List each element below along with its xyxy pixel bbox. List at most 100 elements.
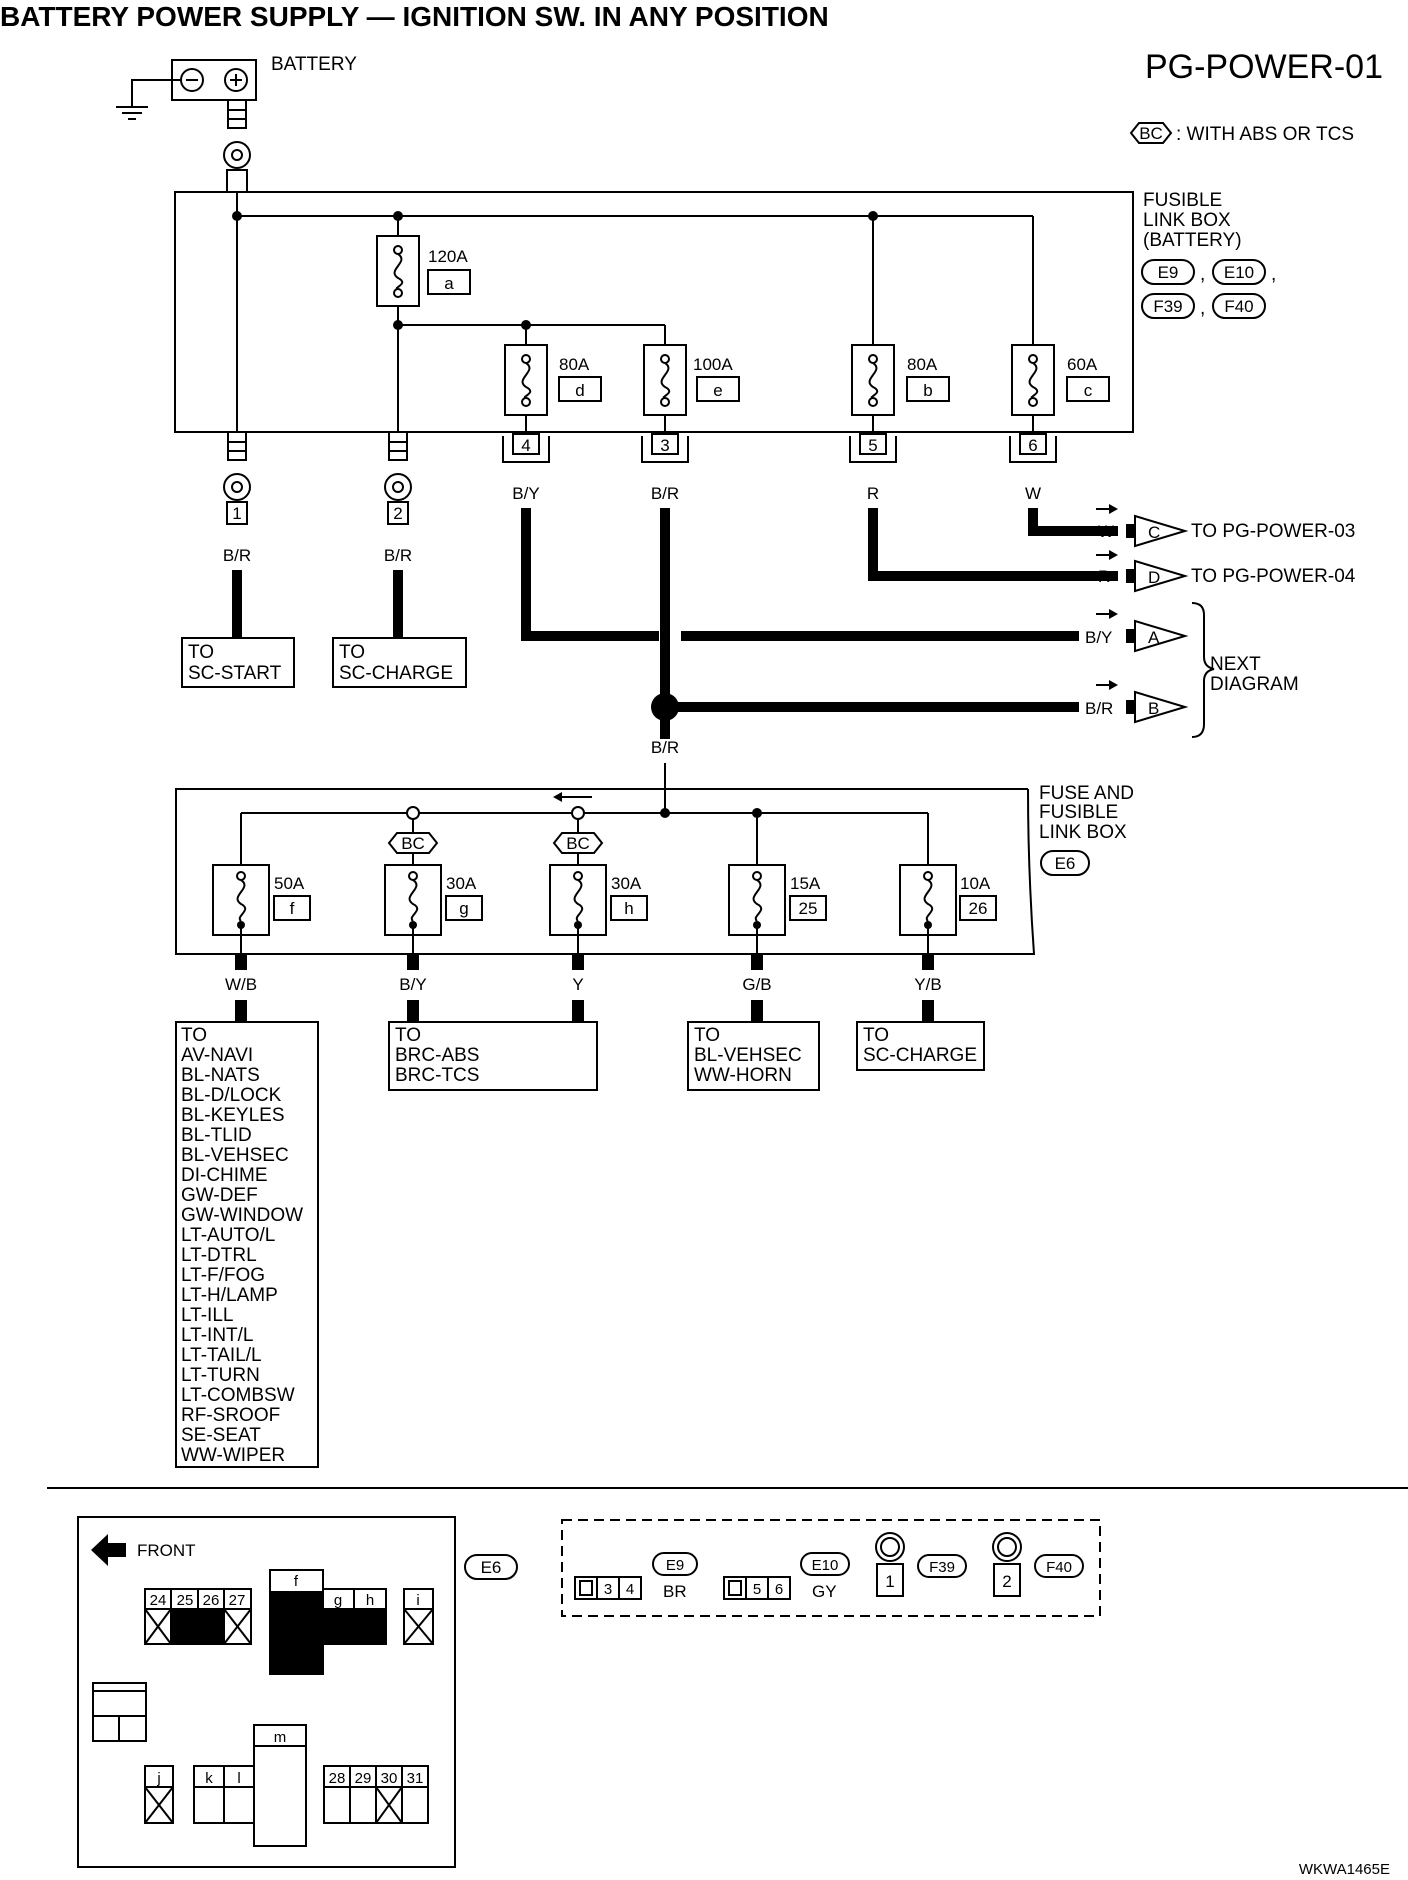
offpage-connector-c: W C TO PG-POWER-03 <box>1096 504 1355 548</box>
svg-text:30A: 30A <box>611 874 642 893</box>
svg-text:m: m <box>274 1729 287 1746</box>
svg-text:LT-COMBSW: LT-COMBSW <box>181 1385 295 1406</box>
wire-color: B/R <box>651 738 679 757</box>
svg-text:4: 4 <box>626 1581 634 1598</box>
svg-text:30: 30 <box>381 1770 398 1787</box>
box-label-line: FUSIBLE <box>1143 190 1222 211</box>
svg-text:GW-DEF: GW-DEF <box>181 1185 258 1206</box>
svg-text:LT-ILL: LT-ILL <box>181 1305 233 1326</box>
svg-text:4: 4 <box>521 436 530 455</box>
figure-id: WKWA1465E <box>1299 1861 1390 1878</box>
svg-text:f: f <box>290 899 295 918</box>
svg-text:LT-F/FOG: LT-F/FOG <box>181 1265 265 1286</box>
wire-color: G/B <box>742 975 771 994</box>
svg-text:C: C <box>1148 523 1160 542</box>
svg-text:2: 2 <box>1002 1572 1011 1591</box>
connector-badge <box>1212 293 1266 319</box>
connector-id: E10 <box>1224 263 1254 282</box>
fuse-80a-b: 80A b <box>851 344 950 416</box>
fuse-100a-e: 100A e <box>643 344 740 416</box>
svg-text:FUSE AND: FUSE AND <box>1039 783 1134 804</box>
svg-text:AV-NAVI: AV-NAVI <box>181 1045 253 1066</box>
svg-text:BR: BR <box>663 1582 687 1601</box>
svg-text:WW-WIPER: WW-WIPER <box>181 1445 285 1466</box>
box-label-line: (BATTERY) <box>1143 230 1242 251</box>
svg-text:25: 25 <box>799 899 818 918</box>
connector-terminals: 4 3 5 6 B/Y B/R R W <box>502 433 1057 503</box>
connector-badge <box>1212 259 1266 285</box>
svg-text:j: j <box>156 1770 160 1787</box>
destination-brc: TO BRC-ABS BRC-TCS <box>388 1021 598 1091</box>
fuse-id: d <box>575 381 584 400</box>
svg-text:h: h <box>366 1592 374 1609</box>
fuse-amp: 80A <box>907 355 938 374</box>
svg-text:LT-TAIL/L: LT-TAIL/L <box>181 1345 262 1366</box>
svg-text:F40: F40 <box>1046 1559 1072 1576</box>
terminal-2: 2 B/R TO SC-CHARGE <box>332 431 467 688</box>
svg-text:A: A <box>1148 628 1160 647</box>
fuse-amp: 60A <box>1067 355 1098 374</box>
bc-hex-symbol <box>552 832 604 854</box>
svg-text:g: g <box>334 1592 342 1609</box>
svg-text:1: 1 <box>885 1572 894 1591</box>
svg-text:GW-WINDOW: GW-WINDOW <box>181 1205 303 1226</box>
connector-badge <box>1040 850 1090 876</box>
svg-text:W: W <box>1098 522 1114 541</box>
svg-text:f: f <box>294 1573 299 1590</box>
svg-text:BC: BC <box>401 834 425 853</box>
svg-text:28: 28 <box>329 1770 346 1787</box>
fuse-id: b <box>923 381 932 400</box>
svg-text:R: R <box>1098 567 1110 586</box>
svg-text:E9: E9 <box>666 1557 684 1574</box>
svg-text:LT-AUTO/L: LT-AUTO/L <box>181 1225 275 1246</box>
svg-text:BL-KEYLES: BL-KEYLES <box>181 1105 285 1126</box>
svg-text:BRC-ABS: BRC-ABS <box>395 1045 479 1066</box>
next-diagram-line: DIAGRAM <box>1210 674 1299 695</box>
fuse-120a: 120A a <box>376 235 471 307</box>
battery-label: BATTERY <box>271 54 357 75</box>
svg-text:B/R: B/R <box>1085 699 1113 718</box>
svg-text:TO PG-POWER-04: TO PG-POWER-04 <box>1191 566 1356 587</box>
legend-symbol: BC <box>1139 124 1163 143</box>
svg-text:26: 26 <box>203 1592 220 1609</box>
fuse-30a-h: 30A h <box>549 864 648 936</box>
svg-text:TO: TO <box>694 1025 720 1046</box>
svg-text:TO: TO <box>339 642 365 663</box>
svg-text:6: 6 <box>1028 436 1037 455</box>
svg-text:,: , <box>1200 298 1205 319</box>
bc-hex-symbol <box>387 832 439 854</box>
wire-color: R <box>867 484 879 503</box>
destination-box <box>181 637 295 688</box>
svg-text:31: 31 <box>407 1770 424 1787</box>
svg-text:,: , <box>1200 264 1205 285</box>
svg-text:BL-TLID: BL-TLID <box>181 1125 252 1146</box>
fuse-50a-f: 50A f <box>212 864 311 936</box>
svg-text:i: i <box>416 1592 419 1609</box>
fuse-60a-c: 60A c <box>1011 344 1110 416</box>
svg-text:25: 25 <box>177 1592 194 1609</box>
connector-badge <box>1141 259 1195 285</box>
svg-text:LT-TURN: LT-TURN <box>181 1365 260 1386</box>
wire-color: B/Y <box>399 975 426 994</box>
fuse-15a-25: 15A 25 <box>728 864 827 936</box>
svg-text:BL-NATS: BL-NATS <box>181 1065 260 1086</box>
svg-text:BL-D/LOCK: BL-D/LOCK <box>181 1085 282 1106</box>
svg-text:5: 5 <box>868 436 877 455</box>
legend: BC : WITH ABS OR TCS <box>1129 122 1354 145</box>
terminal-number: 2 <box>393 504 402 523</box>
svg-text:LINK BOX: LINK BOX <box>1039 822 1127 843</box>
svg-text:D: D <box>1148 568 1160 587</box>
svg-text:TO: TO <box>863 1025 889 1046</box>
fuse-80a-d: 80A d <box>504 344 602 416</box>
harness-wires <box>521 508 1118 739</box>
next-diagram-line: NEXT <box>1210 654 1261 675</box>
bc-hex-symbol <box>1129 122 1173 144</box>
fuse-box-layout-panel: FRONT 24 25 26 27 f g h i <box>77 1516 456 1868</box>
svg-text:,: , <box>1271 264 1276 285</box>
wire-color: W <box>1025 484 1041 503</box>
fuse-amp: 100A <box>693 355 733 374</box>
svg-text:3: 3 <box>660 436 669 455</box>
svg-text:LT-DTRL: LT-DTRL <box>181 1245 257 1266</box>
wire-color: B/Y <box>512 484 539 503</box>
offpage-connector-b: B/R B <box>1085 680 1189 724</box>
